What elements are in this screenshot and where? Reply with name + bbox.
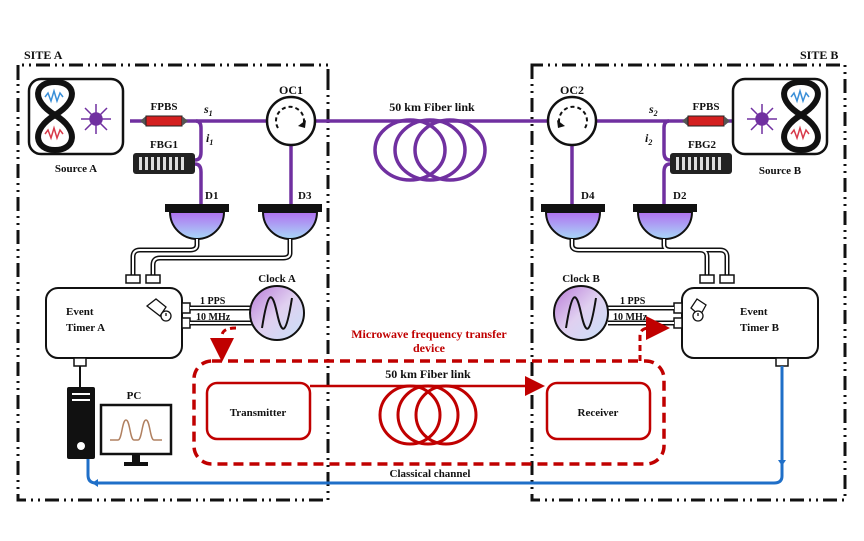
sine-wave-icon — [565, 296, 597, 330]
oc2 — [546, 95, 598, 147]
laser-burst-icon — [81, 104, 111, 134]
microwave-fiber-path — [310, 376, 545, 446]
quantum-fiber-spool — [373, 118, 487, 182]
detector-d1 — [165, 204, 229, 240]
d3-label: D3 — [298, 190, 312, 202]
sine-wave-icon — [261, 296, 293, 330]
timer-a-label-line2: Timer A — [66, 322, 105, 334]
detector-cable-b — [569, 239, 730, 275]
site-b-boundary — [530, 63, 847, 502]
source-a — [27, 77, 125, 156]
fbg1 — [133, 153, 195, 174]
classical-channel — [86, 366, 786, 487]
source-b-label: Source B — [759, 165, 802, 177]
pc-label: PC — [127, 390, 142, 402]
timer-b-label-line2: Timer B — [740, 322, 780, 334]
clock-a — [249, 285, 305, 341]
d1-label: D1 — [205, 190, 218, 202]
mw-title-line2: device — [413, 341, 446, 355]
site-a-boundary — [16, 63, 330, 502]
clock-b-label: Clock B — [562, 273, 600, 285]
receiver-box — [545, 381, 652, 441]
d2-label: D2 — [673, 190, 687, 202]
oc1-label: OC1 — [279, 83, 303, 97]
laser-burst-icon — [747, 104, 777, 134]
fbg1-label: FBG1 — [150, 139, 178, 151]
clock-b — [553, 285, 609, 341]
receiver-label: Receiver — [578, 407, 619, 419]
pc-monitor — [99, 403, 173, 466]
mhz-a-label: 10 MHz — [196, 312, 231, 323]
peaks-plot-icon — [110, 419, 162, 441]
site-a-title: SITE A — [24, 48, 63, 62]
timer-b-label-line1: Event — [740, 306, 768, 318]
transmitter-box — [205, 381, 312, 441]
oc1 — [265, 95, 317, 147]
stopwatch-tag-icon — [690, 298, 707, 322]
pps-a-label: 1 PPS — [200, 296, 226, 307]
classical-channel-label: Classical channel — [390, 468, 471, 480]
timer-a-label-line1: Event — [66, 306, 94, 318]
circulator-arrow-icon — [558, 105, 588, 129]
detector-d4 — [541, 204, 605, 240]
mw-fiber-label: 50 km Fiber link — [385, 367, 471, 381]
source-a-label: Source A — [55, 163, 97, 175]
event-timer-a — [45, 274, 191, 367]
quantum-fiber-label: 50 km Fiber link — [389, 100, 475, 114]
clock-a-label: Clock A — [258, 273, 296, 285]
stopwatch-tag-icon — [145, 298, 172, 322]
i2-label: i2 — [645, 131, 652, 147]
s1-label: s1 — [203, 102, 213, 118]
s2-label: s2 — [648, 102, 658, 118]
detector-d2 — [633, 204, 697, 240]
pc-tower — [67, 366, 95, 459]
fpbs-b-label: FPBS — [693, 101, 720, 113]
fpbs-a — [140, 115, 188, 127]
detector-d3 — [258, 204, 322, 240]
fbg2 — [670, 153, 732, 174]
site-b-title: SITE B — [800, 48, 838, 62]
microwave-fiber-spool — [378, 384, 478, 446]
d4-label: D4 — [581, 190, 595, 202]
pps-b-label: 1 PPS — [620, 296, 646, 307]
oc2-label: OC2 — [560, 83, 584, 97]
microwave-device-boundary — [192, 316, 670, 466]
mhz-b-label: 10 MHz — [613, 312, 648, 323]
i1-label: i1 — [206, 131, 213, 147]
source-b — [731, 77, 829, 156]
fbg2-label: FBG2 — [688, 139, 717, 151]
circulator-arrow-icon — [275, 105, 305, 129]
transmitter-label: Transmitter — [230, 407, 287, 419]
entangled-photon-icon — [781, 78, 821, 154]
entangled-photon-icon — [35, 78, 75, 154]
event-timer-b — [673, 274, 819, 367]
fpbs-a-label: FPBS — [151, 101, 178, 113]
mw-title-line1: Microwave frequency transfer — [351, 327, 507, 341]
fpbs-b — [682, 115, 730, 127]
